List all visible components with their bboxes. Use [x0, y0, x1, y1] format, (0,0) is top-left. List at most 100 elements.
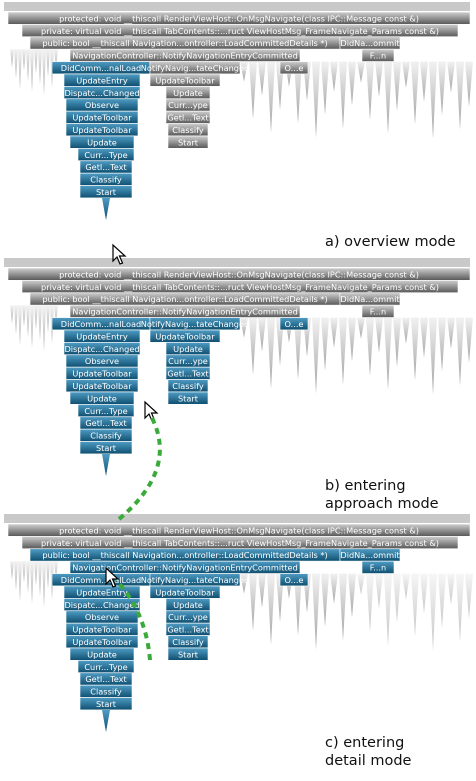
call-row[interactable]: GetI...Text — [79, 672, 133, 686]
panel-caption: detail mode — [325, 753, 412, 769]
side-call[interactable]: UpdateToolbar — [149, 585, 221, 599]
side-call[interactable]: Start — [167, 391, 209, 405]
call-row[interactable]: UpdateToolbar — [65, 635, 139, 649]
side-call-bar[interactable] — [279, 573, 309, 587]
panel-caption: b) entering — [325, 478, 406, 494]
side-call[interactable]: UpdateToolbar — [149, 73, 221, 87]
call-row[interactable]: Curr...Type — [77, 404, 135, 417]
side-call[interactable]: DidNa...ommit — [339, 548, 400, 562]
call-row[interactable]: Observe — [65, 610, 139, 624]
call-row[interactable]: UpdateEntry — [63, 329, 141, 343]
call-row[interactable]: UpdateEntry — [63, 73, 141, 87]
call-row[interactable]: UpdateToolbar — [65, 379, 139, 393]
call-row[interactable]: protected: void __thiscall RenderViewHos… — [7, 267, 471, 281]
call-row[interactable]: Classify — [79, 172, 133, 186]
call-row[interactable]: Start — [79, 441, 133, 455]
call-row[interactable]: UpdateToolbar — [65, 110, 139, 124]
call-row[interactable]: DidComm...nalLoad — [51, 317, 151, 331]
call-label: private: virtual void __thiscall TabCont… — [41, 26, 439, 36]
call-row[interactable]: protected: void __thiscall RenderViewHos… — [7, 523, 471, 537]
side-call[interactable]: GetI...Text — [165, 110, 211, 124]
call-row[interactable]: Dispatc...Changed — [63, 598, 141, 612]
side-call-bar[interactable] — [167, 391, 209, 405]
call-bar[interactable] — [79, 697, 133, 711]
call-row[interactable]: private: virtual void __thiscall TabCont… — [21, 536, 459, 550]
side-call[interactable]: Curr...ype — [165, 610, 211, 624]
call-row[interactable]: NavigationController::NotifyNavigationEn… — [69, 560, 301, 574]
side-call[interactable]: GetI...Text — [165, 622, 211, 636]
motion-path — [114, 578, 152, 661]
call-row[interactable]: Dispatc...Changed — [63, 86, 141, 100]
side-call[interactable]: UpdateToolbar — [149, 329, 221, 343]
call-row[interactable]: Classify — [79, 428, 133, 442]
call-row[interactable]: UpdateToolbar — [65, 366, 139, 380]
side-call-bar[interactable] — [361, 304, 395, 318]
call-row[interactable]: Update — [69, 391, 135, 405]
side-call[interactable]: F...n — [361, 304, 395, 318]
side-call[interactable]: Curr...ype — [165, 98, 211, 112]
side-call-bar[interactable] — [167, 135, 209, 149]
call-row[interactable]: GetI...Text — [79, 416, 133, 430]
call-row[interactable]: Start — [79, 185, 133, 199]
call-row[interactable]: Curr...Type — [77, 148, 135, 161]
side-call[interactable]: O...e — [279, 317, 309, 331]
call-row[interactable]: GetI...Text — [79, 160, 133, 174]
side-call[interactable]: NotifyNavig...tateChanged — [141, 317, 250, 331]
call-row[interactable]: UpdateToolbar — [65, 622, 139, 636]
side-call-bar[interactable] — [167, 647, 209, 661]
call-label: Dispatc...Changed — [64, 88, 139, 98]
call-row[interactable]: private: virtual void __thiscall TabCont… — [21, 24, 459, 37]
call-row[interactable]: DidComm...nalLoad — [51, 61, 151, 75]
side-call[interactable]: DidNa...ommit — [339, 36, 400, 50]
call-row[interactable]: Dispatc...Changed — [63, 342, 141, 355]
call-row[interactable]: protected: void __thiscall RenderViewHos… — [7, 11, 471, 25]
side-call[interactable]: O...e — [279, 573, 309, 587]
call-row[interactable]: public: bool __thiscall Navigation...ont… — [29, 548, 341, 562]
side-call-label: O...e — [285, 575, 304, 585]
side-call-bar[interactable] — [361, 560, 395, 574]
call-row[interactable]: Update — [69, 135, 135, 149]
side-call-label: F...n — [370, 307, 386, 317]
cursor-arrow-icon — [112, 243, 127, 265]
call-row[interactable]: UpdateToolbar — [65, 123, 139, 137]
call-label: Dispatc...Changed — [64, 344, 139, 354]
call-row[interactable]: public: bool __thiscall Navigation...ont… — [29, 292, 341, 306]
side-call[interactable]: Curr...ype — [165, 354, 211, 368]
side-call-bar[interactable] — [279, 61, 309, 75]
side-call[interactable]: F...n — [361, 560, 395, 574]
call-bar[interactable] — [79, 185, 133, 199]
side-call[interactable]: Update — [165, 342, 211, 355]
call-row[interactable]: Curr...Type — [77, 660, 135, 674]
side-call[interactable]: Classify — [167, 379, 209, 393]
side-call-label: DidNa...ommit — [340, 294, 400, 304]
icicle-decoration — [10, 561, 473, 651]
side-call[interactable]: GetI...Text — [165, 366, 211, 380]
side-call[interactable]: Classify — [167, 635, 209, 649]
side-call-label: NotifyNavig...tateChanged — [141, 63, 250, 73]
side-call[interactable]: Update — [165, 598, 211, 612]
side-call[interactable]: Update — [165, 86, 211, 100]
call-row[interactable]: Observe — [65, 354, 139, 368]
side-call[interactable]: F...n — [361, 48, 395, 62]
call-row[interactable]: Observe — [65, 98, 139, 112]
side-call-bar[interactable] — [361, 48, 395, 62]
call-row[interactable]: DidComm...nalLoad — [51, 573, 151, 587]
side-call[interactable]: NotifyNavig...tateChanged — [141, 573, 250, 587]
side-call-bar[interactable] — [279, 317, 309, 331]
side-call[interactable]: Classify — [167, 123, 209, 137]
side-call[interactable]: NotifyNavig...tateChanged — [141, 61, 250, 75]
call-row[interactable]: private: virtual void __thiscall TabCont… — [21, 280, 459, 293]
call-row[interactable]: Update — [69, 647, 135, 661]
call-row[interactable]: public: bool __thiscall Navigation...ont… — [29, 36, 341, 50]
call-row[interactable]: NavigationController::NotifyNavigationEn… — [69, 304, 301, 318]
call-label: Start — [96, 699, 117, 709]
side-call[interactable]: O...e — [279, 61, 309, 75]
call-row[interactable]: Classify — [79, 684, 133, 698]
call-row[interactable]: Start — [79, 697, 133, 711]
call-bar[interactable] — [79, 441, 133, 455]
side-call[interactable]: DidNa...ommit — [339, 292, 400, 306]
side-call[interactable]: Start — [167, 135, 209, 149]
side-call-label: GetI...Text — [167, 113, 209, 123]
call-row[interactable]: NavigationController::NotifyNavigationEn… — [69, 48, 301, 62]
side-call[interactable]: Start — [167, 647, 209, 661]
